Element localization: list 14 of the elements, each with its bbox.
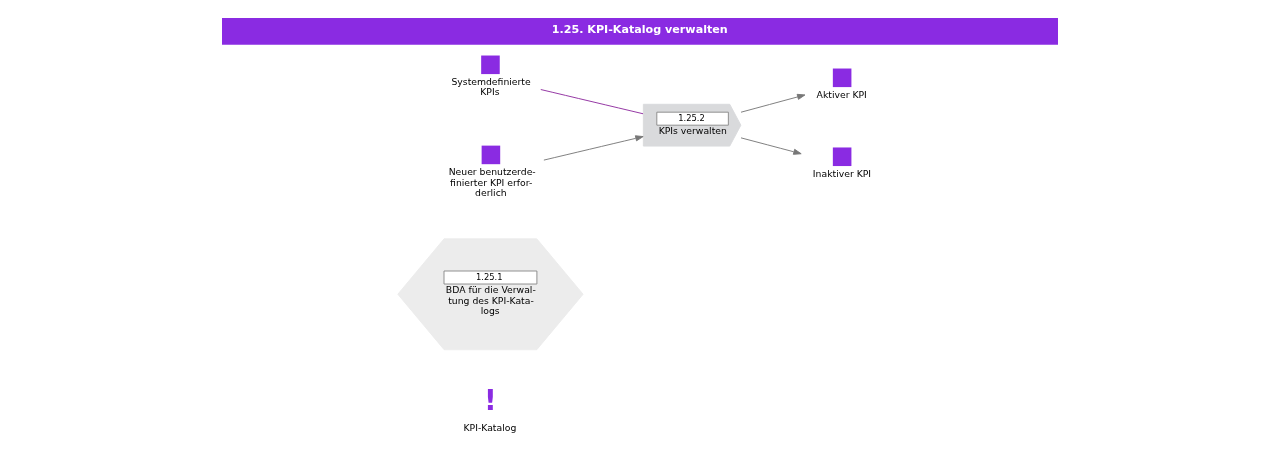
node-box <box>832 147 852 167</box>
node-text: ! KPI-Katalog <box>463 384 517 433</box>
node-label: Neuer benutzerde- finierter KPI erfor- derlich <box>448 166 536 198</box>
arrow <box>740 93 806 113</box>
node-box <box>481 145 501 165</box>
connector <box>540 89 644 115</box>
node-box <box>832 68 852 88</box>
node-label: Inaktiver KPI <box>812 168 872 180</box>
node-label: Aktiver KPI <box>816 89 867 101</box>
arrow <box>543 135 644 161</box>
diagram-title: 1.25. KPI-Katalog verwalten <box>551 23 728 37</box>
node-box <box>481 55 500 75</box>
node-label: Systemdefinierte KPIs <box>451 76 531 98</box>
arrow <box>740 137 802 155</box>
